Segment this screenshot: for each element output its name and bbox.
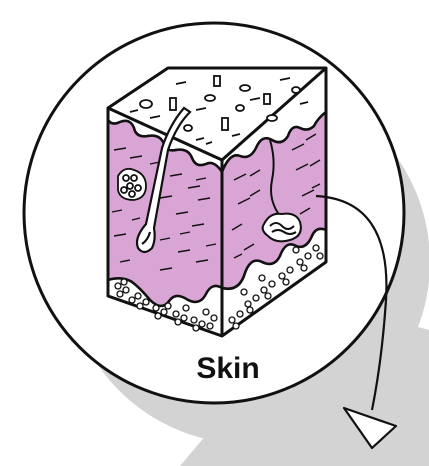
skin-caption: Skin bbox=[196, 352, 259, 385]
sebaceous-gland bbox=[118, 169, 146, 200]
